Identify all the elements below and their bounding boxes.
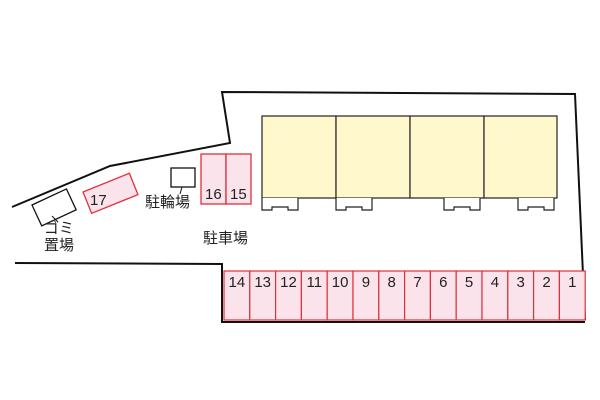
parking-space-9	[352, 270, 380, 321]
parking-space-number: 4	[491, 274, 499, 291]
parking-space-2	[532, 270, 560, 321]
parking-space-5	[455, 270, 483, 321]
garbage-area	[31, 188, 78, 227]
parking-space-1	[558, 270, 586, 321]
parking-space-3	[507, 270, 535, 321]
site-boundary-lower	[14, 262, 585, 323]
parking-space-number: 10	[332, 274, 349, 291]
parking-space-17: 17	[82, 172, 139, 215]
parking-space-number: 5	[465, 274, 473, 291]
svg-text:15: 15	[230, 186, 247, 203]
parking-space-6	[429, 270, 457, 321]
apartment-building	[261, 115, 558, 211]
bicycle-parking-shed	[170, 167, 196, 195]
parking-space-number: 13	[254, 274, 271, 291]
parking-space-number: 12	[280, 274, 297, 291]
parking-space-number: 9	[362, 274, 370, 291]
parking-spaces-upper	[200, 153, 252, 205]
site-boundary	[11, 90, 586, 321]
parking-space-number: 14	[229, 274, 246, 291]
parking-space-number: 1	[568, 274, 576, 291]
parking-space-12	[275, 270, 303, 321]
parking-space-11	[300, 270, 328, 321]
garbage-label-line2: 置場	[44, 236, 75, 254]
parking-space-10	[326, 270, 354, 321]
parking-space-number: 7	[413, 274, 421, 291]
parking-space-13	[249, 270, 277, 321]
garbage-label-line1: ゴミ	[44, 219, 75, 237]
parking-space-7	[404, 270, 432, 321]
parking-space-number: 6	[439, 274, 447, 291]
parking-space-number: 3	[517, 274, 525, 291]
parking-space-number: 2	[542, 274, 550, 291]
svg-text:16: 16	[205, 186, 222, 203]
parking-lot-label: 駐車場	[203, 229, 249, 247]
bicycle-parking-label: 駐輪場	[145, 193, 191, 211]
parking-space-number: 11	[307, 274, 323, 291]
svg-text:17: 17	[90, 192, 107, 209]
parking-space-number: 8	[388, 274, 396, 291]
parking-space-14	[223, 270, 251, 321]
